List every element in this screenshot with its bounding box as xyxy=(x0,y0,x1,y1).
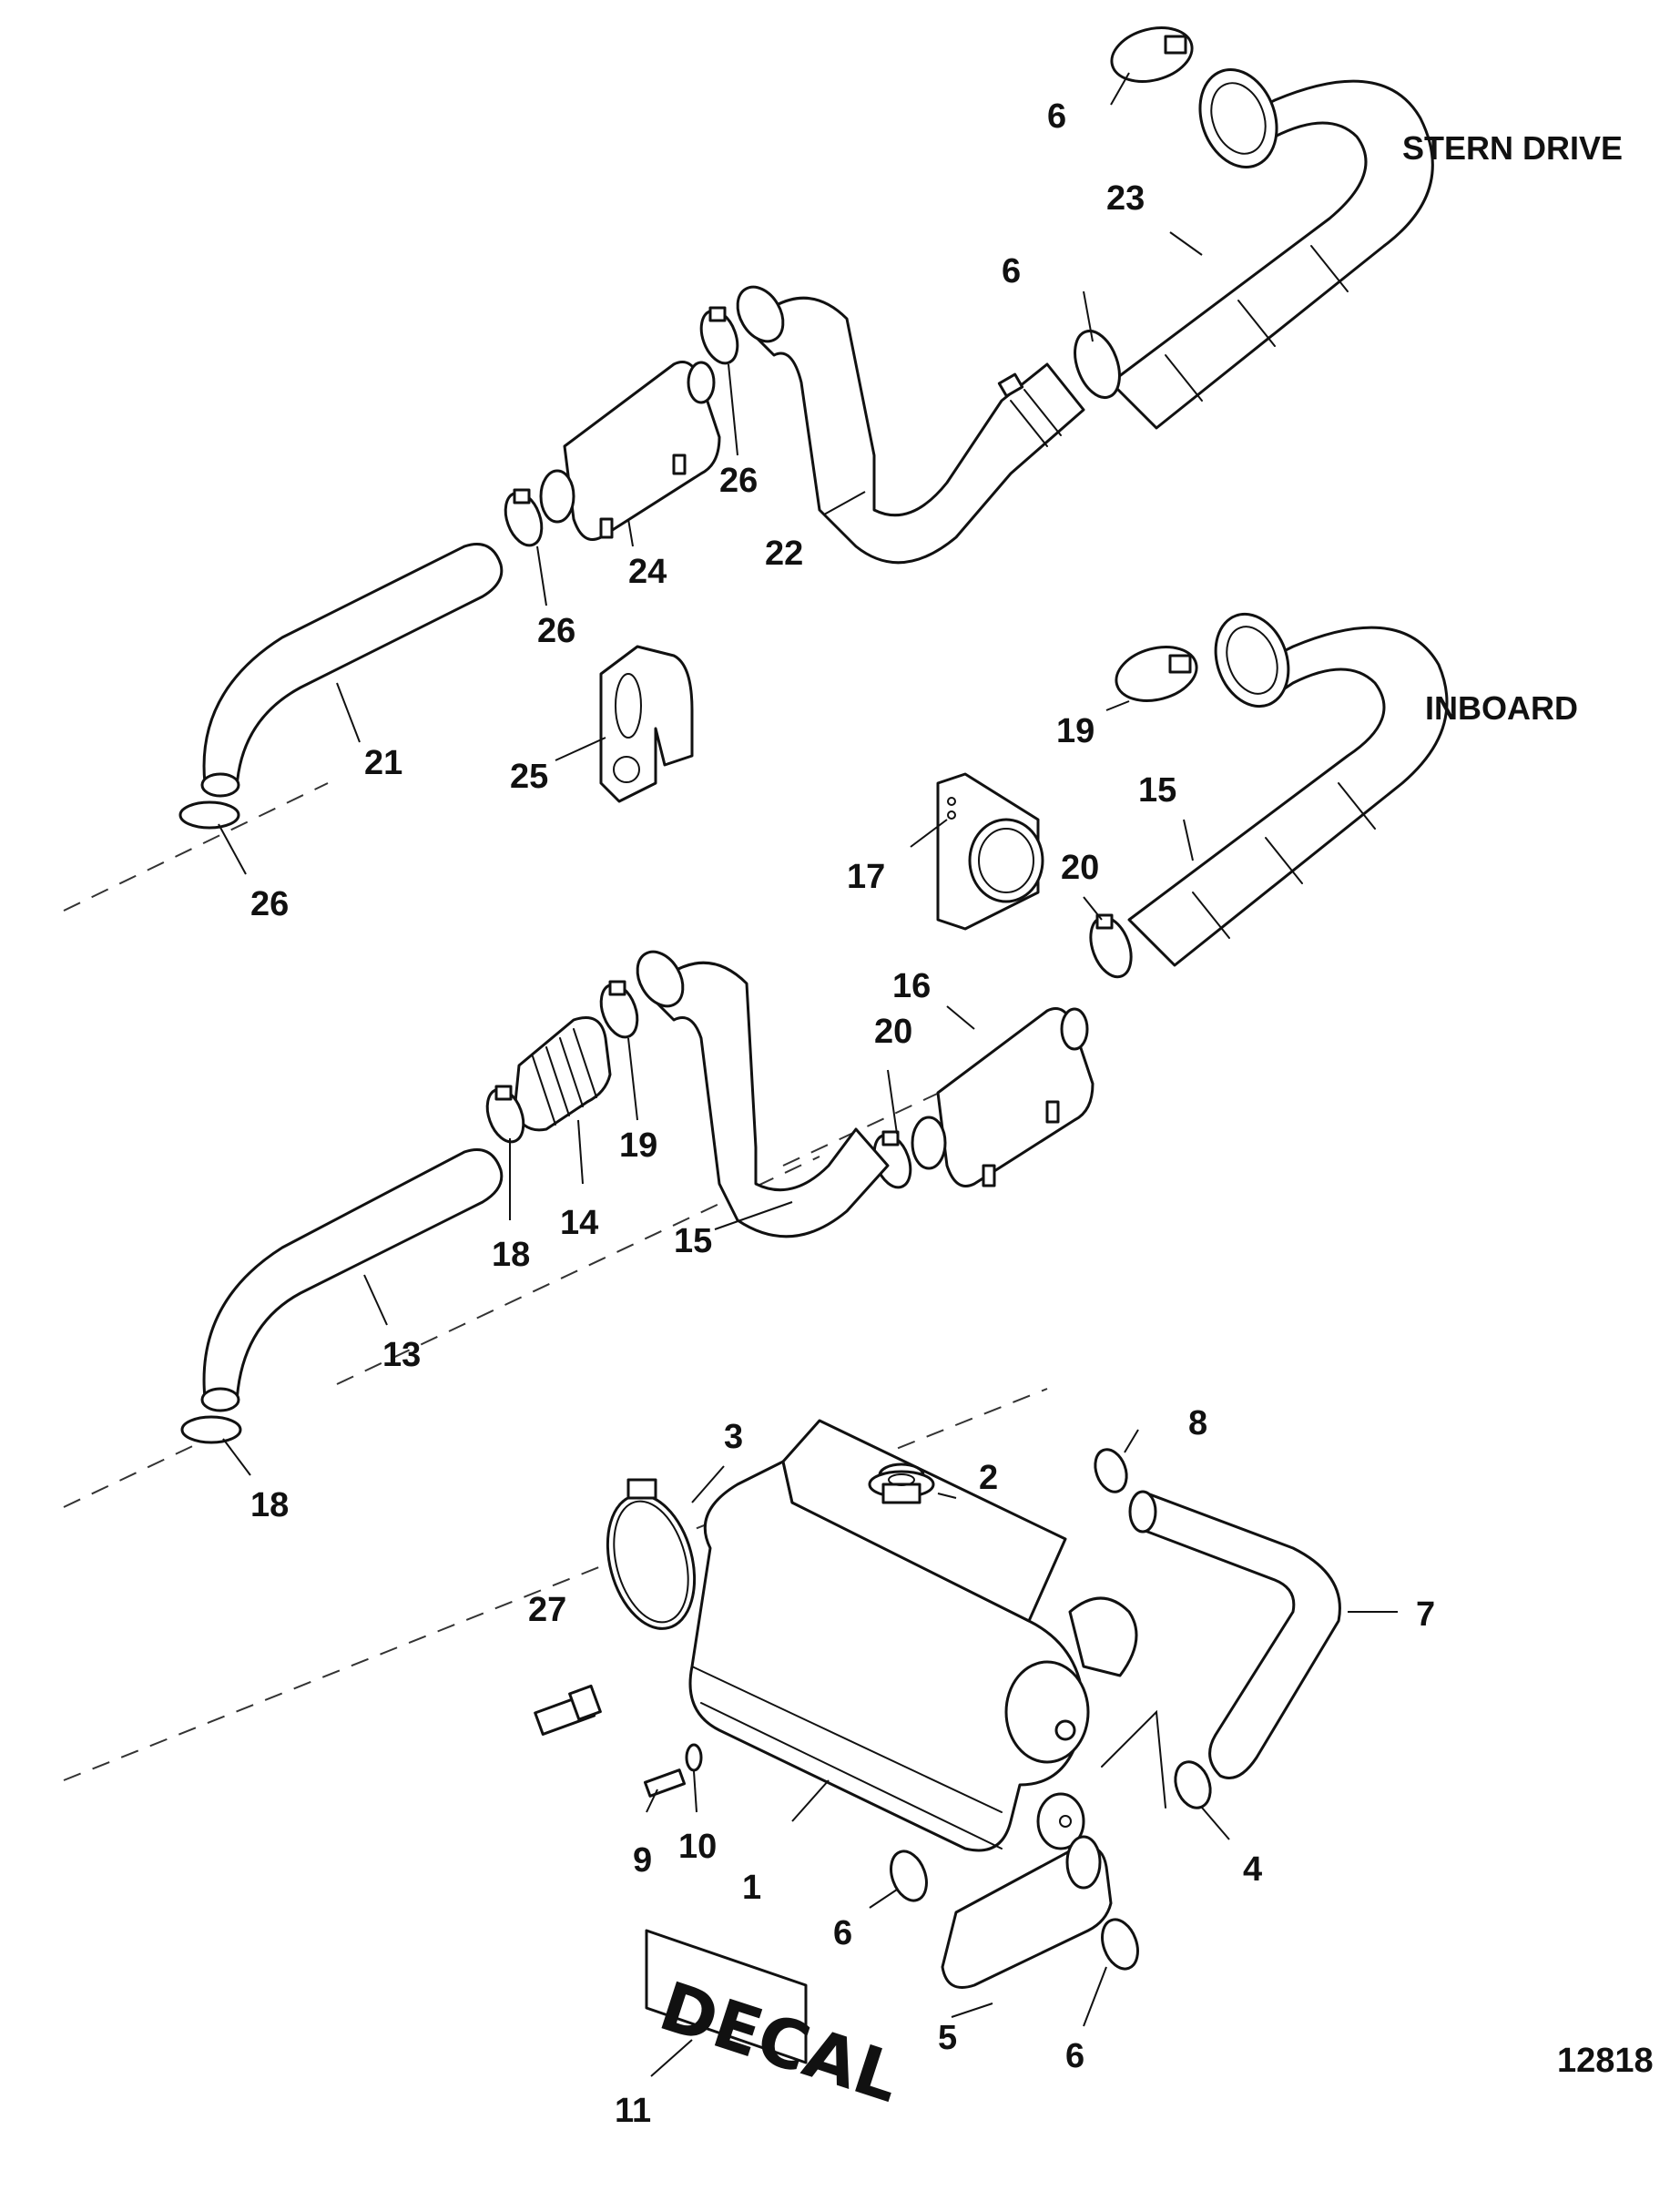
callout-26-middle: 26 xyxy=(537,612,575,650)
decal-11: DECAL xyxy=(645,1929,909,2118)
callout-17: 17 xyxy=(847,858,885,896)
callout-8: 8 xyxy=(1188,1404,1207,1442)
callout-10: 10 xyxy=(678,1828,717,1866)
callout-12: 13 xyxy=(382,1336,421,1374)
bracket-25 xyxy=(599,645,694,803)
callout-23: 23 xyxy=(1106,179,1145,218)
hose-clamp-18-upper xyxy=(485,1085,525,1144)
muffler-16 xyxy=(911,1007,1095,1187)
exhaust-pipe-22 xyxy=(736,285,1085,565)
callout-5: 5 xyxy=(938,2019,957,2057)
callout-3: 3 xyxy=(724,1418,743,1456)
heat-exchanger-1 xyxy=(688,1419,1138,1852)
callout-24: 24 xyxy=(628,553,667,591)
callout-18-lower: 18 xyxy=(250,1486,289,1524)
hose-clamp-6-mid xyxy=(1074,330,1121,399)
washer-10 xyxy=(685,1743,703,1772)
callout-6-lower-right: 6 xyxy=(1065,2037,1084,2075)
callout-19-top: 19 xyxy=(1056,712,1095,750)
hose-clamp-26-upper xyxy=(699,306,739,365)
hose-21 xyxy=(200,543,504,798)
callout-6-top: 6 xyxy=(1047,97,1066,136)
support-line xyxy=(1101,1709,1166,1809)
callout-14: 15 xyxy=(674,1222,712,1260)
hose-clamp-19-top xyxy=(1115,646,1198,702)
callout-2: 2 xyxy=(979,1459,998,1497)
callout-21: 21 xyxy=(364,744,402,782)
hose-clamp-18-lower xyxy=(180,1415,242,1444)
screw-9 xyxy=(643,1768,687,1798)
callout-19-middle: 19 xyxy=(619,1126,657,1165)
hose-23 xyxy=(1109,68,1434,430)
callout-26-lower: 26 xyxy=(250,885,289,923)
muffler-24 xyxy=(539,361,721,541)
callout-26-upper: 26 xyxy=(719,462,758,500)
callout-13: 14 xyxy=(560,1204,598,1242)
callout-22: 22 xyxy=(765,535,803,573)
callout-16: 16 xyxy=(892,967,931,1005)
exhaust-pipe-14 xyxy=(636,950,890,1238)
figure-number: 12818 xyxy=(1557,2042,1654,2080)
callout-18-upper: 18 xyxy=(492,1236,530,1274)
hose-clamp-6-lower-right xyxy=(1101,1918,1139,1971)
callout-9: 9 xyxy=(633,1841,652,1880)
exhaust-bellows-13 xyxy=(513,1016,612,1132)
hose-clamp-26-middle xyxy=(504,488,544,547)
callout-4: 4 xyxy=(1243,1850,1262,1889)
callout-7: 7 xyxy=(1416,1595,1435,1634)
bracket-17 xyxy=(936,772,1044,931)
section-label-stern-drive: STERN DRIVE xyxy=(1402,129,1623,167)
hose-clamp-6-lower-left xyxy=(890,1850,928,1902)
hose-7 xyxy=(1128,1490,1341,1779)
callout-15: 15 xyxy=(1138,771,1176,810)
callout-1: 1 xyxy=(742,1869,761,1907)
callout-6-lower-left: 6 xyxy=(833,1914,852,1952)
hose-clamp-6-top xyxy=(1110,26,1194,83)
hose-5 xyxy=(941,1835,1113,1989)
hose-clamp-26-lower xyxy=(178,800,240,830)
mounting-band-3 xyxy=(606,1478,697,1630)
fitting-27 xyxy=(534,1684,602,1736)
callout-20-lower: 20 xyxy=(874,1013,912,1051)
hose-12 xyxy=(200,1148,504,1412)
callout-20-upper: 20 xyxy=(1061,849,1099,887)
centerline-stern-drive xyxy=(63,782,329,912)
section-label-inboard: INBOARD xyxy=(1425,689,1578,727)
callout-25: 25 xyxy=(510,758,548,796)
hose-clamp-8 xyxy=(1094,1448,1128,1493)
callout-11: 11 xyxy=(615,2092,651,2130)
filler-cap-2 xyxy=(868,1470,935,1504)
hose-15 xyxy=(1127,612,1449,967)
hose-clamp-19-middle xyxy=(599,980,639,1039)
callout-27: 27 xyxy=(528,1591,566,1629)
hose-clamp-4 xyxy=(1174,1760,1212,1809)
callout-6-mid: 6 xyxy=(1002,252,1021,290)
